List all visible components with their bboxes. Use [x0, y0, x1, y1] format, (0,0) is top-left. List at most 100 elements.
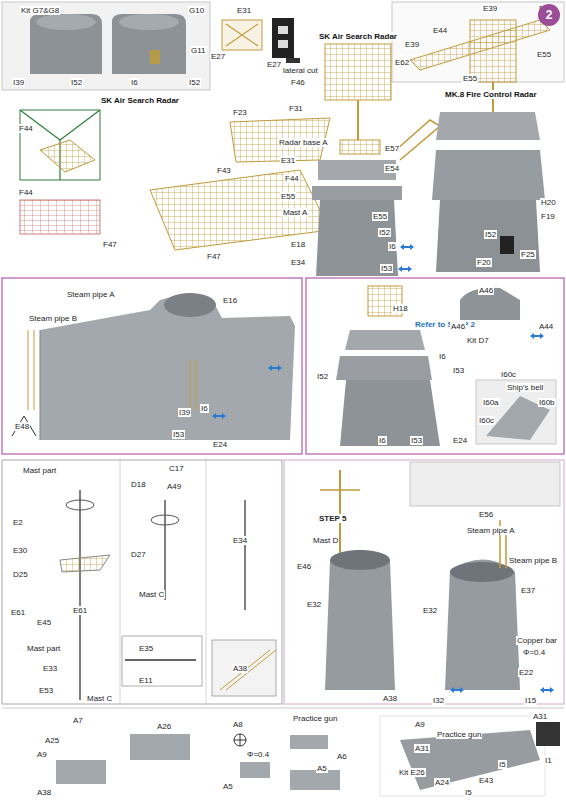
part-label: C17 — [168, 464, 185, 473]
part-label: E27 — [210, 52, 226, 61]
part-label: I52 — [70, 78, 83, 87]
part-label: I6 — [438, 352, 447, 361]
part-label: E32 — [422, 606, 438, 615]
part-label: I60b — [538, 398, 556, 407]
part-label: D27 — [130, 550, 147, 559]
part-label: A24 — [434, 778, 450, 787]
part-label: E11 — [138, 676, 154, 685]
part-label: Mast C — [86, 694, 113, 703]
part-label: I53 — [452, 366, 465, 375]
part-label: A5 — [316, 764, 328, 773]
part-label: A46 — [478, 286, 494, 295]
part-label: I39 — [12, 78, 25, 87]
part-label: I52 — [316, 372, 329, 381]
part-label: E31 — [280, 156, 296, 165]
part-label: Kit G7&G8 — [20, 6, 60, 15]
part-label: I60a — [482, 398, 500, 407]
part-label: Mast D — [312, 536, 339, 545]
part-label: I60c — [500, 370, 517, 379]
part-label: E45 — [36, 618, 52, 627]
part-label: Kit E26 — [398, 768, 426, 777]
part-label: E37 — [520, 586, 536, 595]
part-label: H20 — [540, 198, 557, 207]
part-label: Steam pipe B — [508, 556, 558, 565]
part-label: E56 — [478, 510, 494, 519]
part-label: Mast part — [26, 644, 61, 653]
part-label: E32 — [306, 600, 322, 609]
part-label: I5 — [464, 788, 473, 797]
part-label: Practice gun — [292, 714, 338, 723]
part-label: E39 — [404, 40, 420, 49]
part-label: I39 — [178, 408, 191, 417]
part-label: Kit D7 — [466, 336, 490, 345]
part-label: F44 — [18, 124, 34, 133]
part-label: A31 — [414, 744, 430, 753]
part-label: E30 — [12, 546, 28, 555]
part-label: A8 — [232, 720, 244, 729]
part-label: Practice gun — [436, 730, 482, 739]
part-label: Φ=0.4 — [522, 648, 546, 657]
part-label: E33 — [42, 664, 58, 673]
part-label: D25 — [12, 570, 29, 579]
part-label: Refer to STEP 2 — [414, 320, 476, 329]
part-label: E43 — [478, 776, 494, 785]
part-label: A9 — [414, 720, 426, 729]
part-label: E2 — [12, 518, 24, 527]
part-label: I6 — [200, 404, 209, 413]
part-label: A31 — [532, 712, 548, 721]
part-label: A49 — [166, 482, 182, 491]
part-label: I53 — [410, 436, 423, 445]
part-label: Mast A — [282, 208, 308, 217]
section-heading: SK Air Search Radar — [318, 32, 398, 41]
part-label: A26 — [156, 722, 172, 731]
part-label: I6 — [130, 78, 139, 87]
part-label: Steam pipe B — [28, 314, 78, 323]
part-label: A38 — [36, 788, 52, 797]
part-label: E54 — [384, 164, 400, 173]
part-label: E61 — [72, 606, 88, 615]
part-label: I53 — [172, 430, 185, 439]
part-label: A25 — [44, 736, 60, 745]
part-label: A44 — [538, 322, 554, 331]
part-label: G10 — [188, 6, 205, 15]
part-label: E27 — [266, 60, 282, 69]
section-heading: MK.8 Fire Control Radar — [444, 90, 538, 99]
part-label: E24 — [452, 436, 468, 445]
part-label: Mast part — [22, 466, 57, 475]
part-label: E55 — [372, 212, 388, 221]
part-label: Mast C — [138, 590, 165, 599]
part-label: E55 — [462, 74, 478, 83]
part-label: H18 — [392, 304, 409, 313]
part-label: E34 — [232, 536, 248, 545]
part-label: A38 — [232, 664, 248, 673]
part-label: Φ=0.4 — [246, 750, 270, 759]
part-label: F23 — [232, 108, 248, 117]
part-label: I5 — [498, 760, 507, 769]
part-label: F44 — [18, 188, 34, 197]
part-label: I53 — [380, 264, 393, 273]
part-label: I15 — [524, 696, 537, 705]
part-label: E44 — [432, 26, 448, 35]
part-label: D18 — [130, 480, 147, 489]
part-label: F46 — [290, 78, 306, 87]
part-label: E55 — [280, 192, 296, 201]
part-label: E18 — [290, 240, 306, 249]
section-heading: SK Air Search Radar — [100, 96, 180, 105]
part-label: E39 — [482, 4, 498, 13]
part-label: E53 — [38, 686, 54, 695]
part-label: A46 — [450, 322, 466, 331]
part-label: A38 — [382, 694, 398, 703]
part-label: Steam pipe A — [66, 290, 116, 299]
part-label: F20 — [476, 258, 492, 267]
part-label: F47 — [206, 252, 222, 261]
part-label: F44 — [284, 174, 300, 183]
part-label: E34 — [290, 258, 306, 267]
part-label: E57 — [384, 144, 400, 153]
part-label: I52 — [188, 78, 201, 87]
part-label: E55 — [536, 50, 552, 59]
part-label: E61 — [10, 608, 26, 617]
part-label: A9 — [36, 750, 48, 759]
part-label: Steam pipe A — [466, 526, 516, 535]
part-label: Radar base A — [278, 138, 328, 147]
part-label: STEP 5 — [318, 514, 347, 523]
